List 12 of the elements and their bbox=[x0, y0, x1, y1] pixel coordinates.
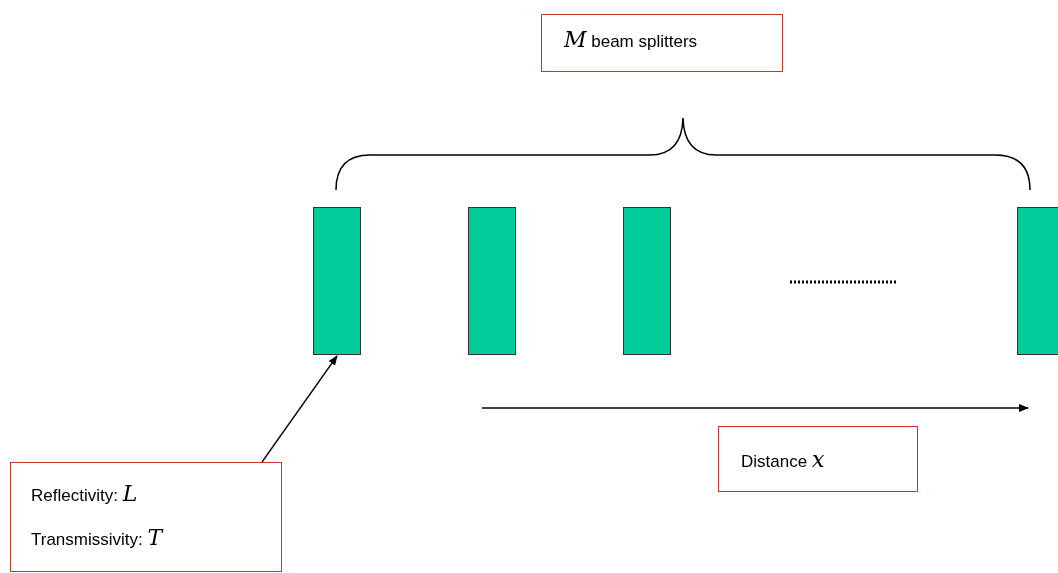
label-text: M beam splitters bbox=[564, 27, 698, 52]
label-text: Reflectivity: L bbox=[31, 481, 138, 506]
label-box bbox=[718, 426, 918, 492]
label-text: Distance x bbox=[741, 447, 825, 472]
beam-splitter bbox=[313, 207, 361, 355]
label-box bbox=[541, 14, 783, 72]
beam-splitter bbox=[1017, 207, 1058, 355]
label-text: Transmissivity: T bbox=[31, 525, 163, 550]
beam-splitter bbox=[468, 207, 516, 355]
arrow bbox=[261, 355, 338, 463]
beam-splitter bbox=[623, 207, 671, 355]
label-box bbox=[10, 462, 282, 572]
